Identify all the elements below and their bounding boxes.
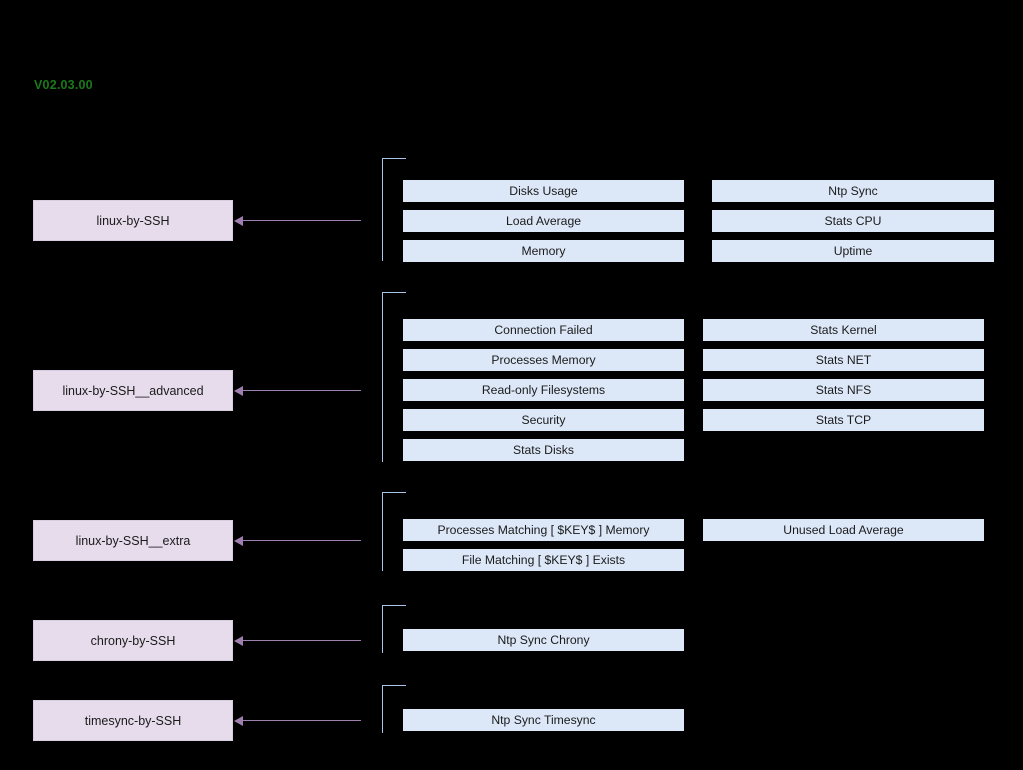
connector-line-4 (243, 640, 361, 641)
connector-arrowhead-5 (234, 716, 243, 726)
template-box-linux-by-ssh-advanced[interactable]: linux-by-SSH__advanced (33, 370, 233, 411)
item-box[interactable]: Stats NFS (703, 379, 984, 401)
item-box[interactable]: Disks Usage (403, 180, 684, 202)
connector-arrowhead-3 (234, 536, 243, 546)
connector-line-2 (243, 390, 361, 391)
template-box-linux-by-ssh[interactable]: linux-by-SSH (33, 200, 233, 241)
group-bracket-3 (382, 492, 406, 571)
item-label: Ntp Sync (828, 183, 878, 198)
item-label: Stats CPU (824, 213, 882, 228)
item-box[interactable]: Unused Load Average (703, 519, 984, 541)
item-box[interactable]: Ntp Sync Chrony (403, 629, 684, 651)
item-label: Uptime (833, 243, 873, 258)
connector-arrowhead-1 (234, 216, 243, 226)
item-box[interactable]: Stats TCP (703, 409, 984, 431)
connector-arrowhead-4 (234, 636, 243, 646)
item-box[interactable]: Stats NET (703, 349, 984, 371)
item-label: Connection Failed (494, 322, 593, 337)
item-box[interactable]: Ntp Sync Timesync (403, 709, 684, 731)
template-box-label: chrony-by-SSH (90, 633, 176, 648)
template-box-linux-by-ssh-extra[interactable]: linux-by-SSH__extra (33, 520, 233, 561)
group-bracket-1 (382, 158, 406, 261)
template-box-label: timesync-by-SSH (84, 713, 182, 728)
item-box[interactable]: Processes Memory (403, 349, 684, 371)
item-label: Disks Usage (509, 183, 578, 198)
template-box-label: linux-by-SSH (96, 213, 170, 228)
connector-arrowhead-2 (234, 386, 243, 396)
item-box[interactable]: Stats Disks (403, 439, 684, 461)
group-bracket-5 (382, 685, 406, 733)
item-label: Ntp Sync Chrony (497, 632, 590, 647)
item-box[interactable]: Stats Kernel (703, 319, 984, 341)
item-box[interactable]: Load Average (403, 210, 684, 232)
connector-line-1 (243, 220, 361, 221)
item-box[interactable]: Memory (403, 240, 684, 262)
group-bracket-2 (382, 292, 406, 462)
connector-line-5 (243, 720, 361, 721)
item-label: Processes Matching [ $KEY$ ] Memory (437, 522, 650, 537)
item-box[interactable]: Ntp Sync (712, 180, 994, 202)
item-label: Security (521, 412, 566, 427)
template-box-chrony-by-ssh[interactable]: chrony-by-SSH (33, 620, 233, 661)
connector-line-3 (243, 540, 361, 541)
item-label: Processes Memory (491, 352, 596, 367)
item-label: Unused Load Average (783, 522, 904, 537)
item-label: Memory (521, 243, 566, 258)
item-label: Stats Kernel (810, 322, 877, 337)
template-box-label: linux-by-SSH__advanced (62, 383, 204, 398)
template-box-label: linux-by-SSH__extra (75, 533, 191, 548)
group-bracket-4 (382, 605, 406, 653)
item-label: File Matching [ $KEY$ ] Exists (461, 552, 626, 567)
item-label: Read-only Filesystems (481, 382, 606, 397)
item-box[interactable]: Connection Failed (403, 319, 684, 341)
item-box[interactable]: File Matching [ $KEY$ ] Exists (403, 549, 684, 571)
item-label: Stats TCP (815, 412, 872, 427)
version-label: V02.03.00 (34, 78, 93, 92)
template-box-timesync-by-ssh[interactable]: timesync-by-SSH (33, 700, 233, 741)
item-label: Stats NET (815, 352, 872, 367)
item-box[interactable]: Processes Matching [ $KEY$ ] Memory (403, 519, 684, 541)
item-label: Load Average (506, 213, 581, 228)
item-box[interactable]: Uptime (712, 240, 994, 262)
item-box[interactable]: Security (403, 409, 684, 431)
item-label: Stats NFS (815, 382, 872, 397)
item-box[interactable]: Stats CPU (712, 210, 994, 232)
item-box[interactable]: Read-only Filesystems (403, 379, 684, 401)
item-label: Stats Disks (513, 442, 574, 457)
item-label: Ntp Sync Timesync (491, 712, 596, 727)
